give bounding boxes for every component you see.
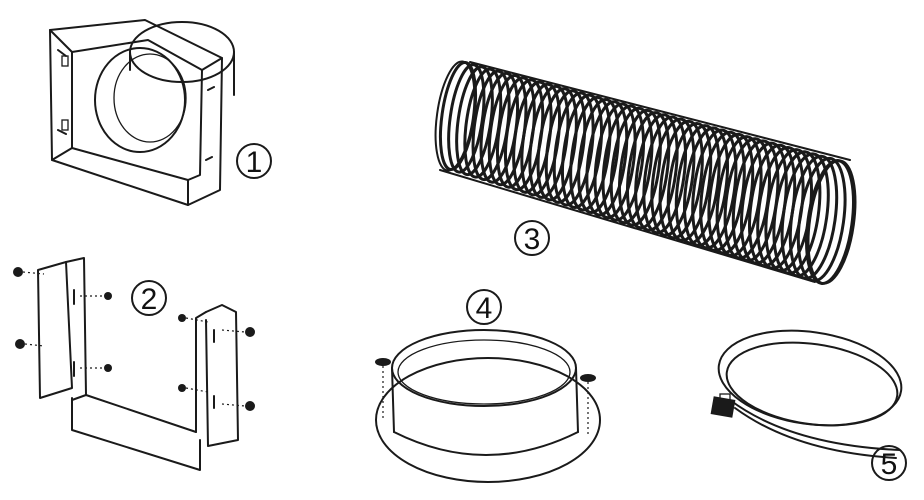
hose-rib bbox=[618, 108, 662, 227]
hose-rib bbox=[569, 95, 612, 212]
screw-icon bbox=[375, 358, 596, 436]
hose-rib bbox=[552, 91, 595, 207]
svg-text:4: 4 bbox=[476, 292, 493, 325]
svg-text:1: 1 bbox=[246, 146, 263, 179]
part-label-4: 4 bbox=[466, 289, 502, 325]
hose-ribs bbox=[438, 60, 855, 285]
svg-text:3: 3 bbox=[524, 223, 541, 256]
hose-rib bbox=[536, 87, 578, 202]
part-label-5: 5 bbox=[871, 445, 907, 481]
part-3-flexible-hose bbox=[434, 60, 857, 285]
hose-rib bbox=[658, 119, 704, 240]
part-label-1: 1 bbox=[236, 143, 272, 179]
hose-rib bbox=[772, 150, 822, 275]
svg-text:5: 5 bbox=[881, 448, 898, 481]
hose-rib bbox=[577, 97, 620, 215]
hose-rib bbox=[544, 89, 587, 204]
hose-rib bbox=[666, 122, 713, 242]
hose-rib bbox=[642, 115, 687, 235]
hose-rib bbox=[634, 113, 679, 232]
hose-rib bbox=[788, 154, 839, 280]
hose-rib bbox=[561, 93, 603, 210]
hose-rib bbox=[438, 60, 478, 172]
part-4-round-collar bbox=[375, 329, 601, 483]
hose-rib bbox=[593, 102, 637, 220]
hose-rib bbox=[699, 130, 746, 253]
hose-rib bbox=[585, 100, 629, 217]
hose-rib bbox=[650, 117, 696, 237]
hose-rib bbox=[805, 159, 855, 285]
hose-rib bbox=[691, 128, 738, 250]
part-label-3: 3 bbox=[514, 220, 550, 256]
svg-text:2: 2 bbox=[141, 283, 158, 316]
part-1-square-box-adapter bbox=[49, 19, 235, 206]
screw-icon bbox=[13, 267, 255, 411]
hose-rib bbox=[609, 106, 654, 225]
part-label-2: 2 bbox=[131, 280, 167, 316]
hose-rib bbox=[601, 104, 645, 222]
hose-rib bbox=[796, 156, 847, 283]
hose-rib bbox=[626, 111, 671, 230]
hose-rib bbox=[780, 152, 830, 278]
part-5-hose-clamp bbox=[710, 329, 903, 459]
hose-rib bbox=[674, 124, 721, 245]
hose-rib bbox=[683, 126, 729, 247]
part-2-mounting-brackets bbox=[13, 257, 255, 471]
